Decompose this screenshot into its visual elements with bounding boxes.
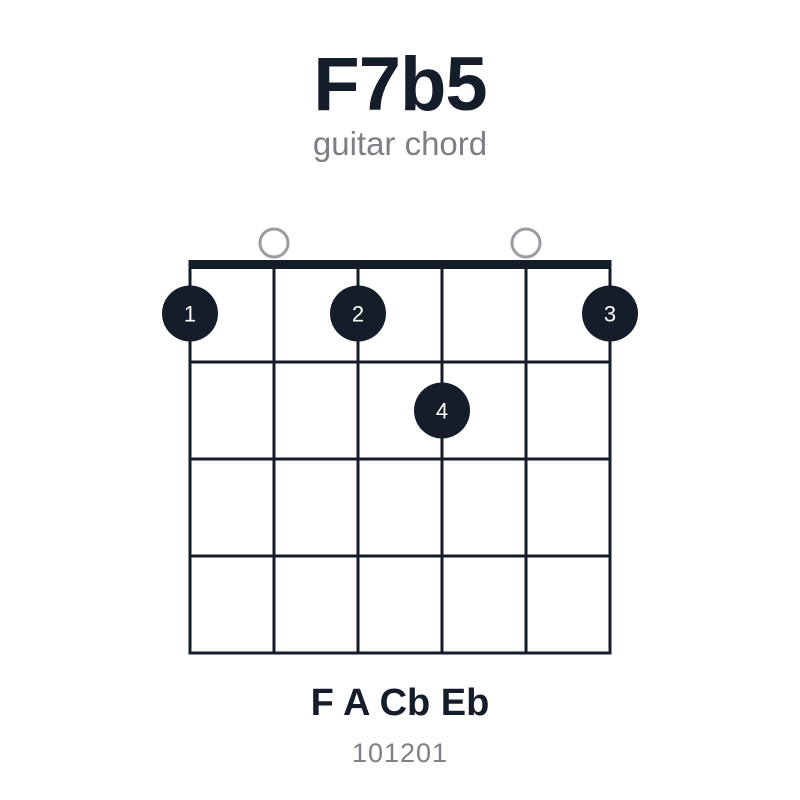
finger-dot-3	[582, 285, 638, 342]
finger-number-3: 3	[604, 302, 616, 327]
nut	[188, 260, 612, 269]
chord-notes: F A Cb Eb	[310, 682, 490, 724]
finger-dot-2	[330, 285, 386, 342]
finger-number-1: 1	[184, 302, 196, 327]
finger-number-2: 2	[352, 302, 364, 327]
open-string-marker-2	[258, 227, 290, 259]
finger-dot-1	[162, 285, 218, 342]
chord-fingering: 101201	[351, 738, 449, 768]
finger-number-4: 4	[436, 399, 448, 424]
chord-name: F7b5	[313, 42, 487, 127]
finger-dot-4	[414, 382, 470, 439]
open-string-marker-5	[510, 227, 542, 259]
chord-subtitle: guitar chord	[312, 125, 488, 162]
